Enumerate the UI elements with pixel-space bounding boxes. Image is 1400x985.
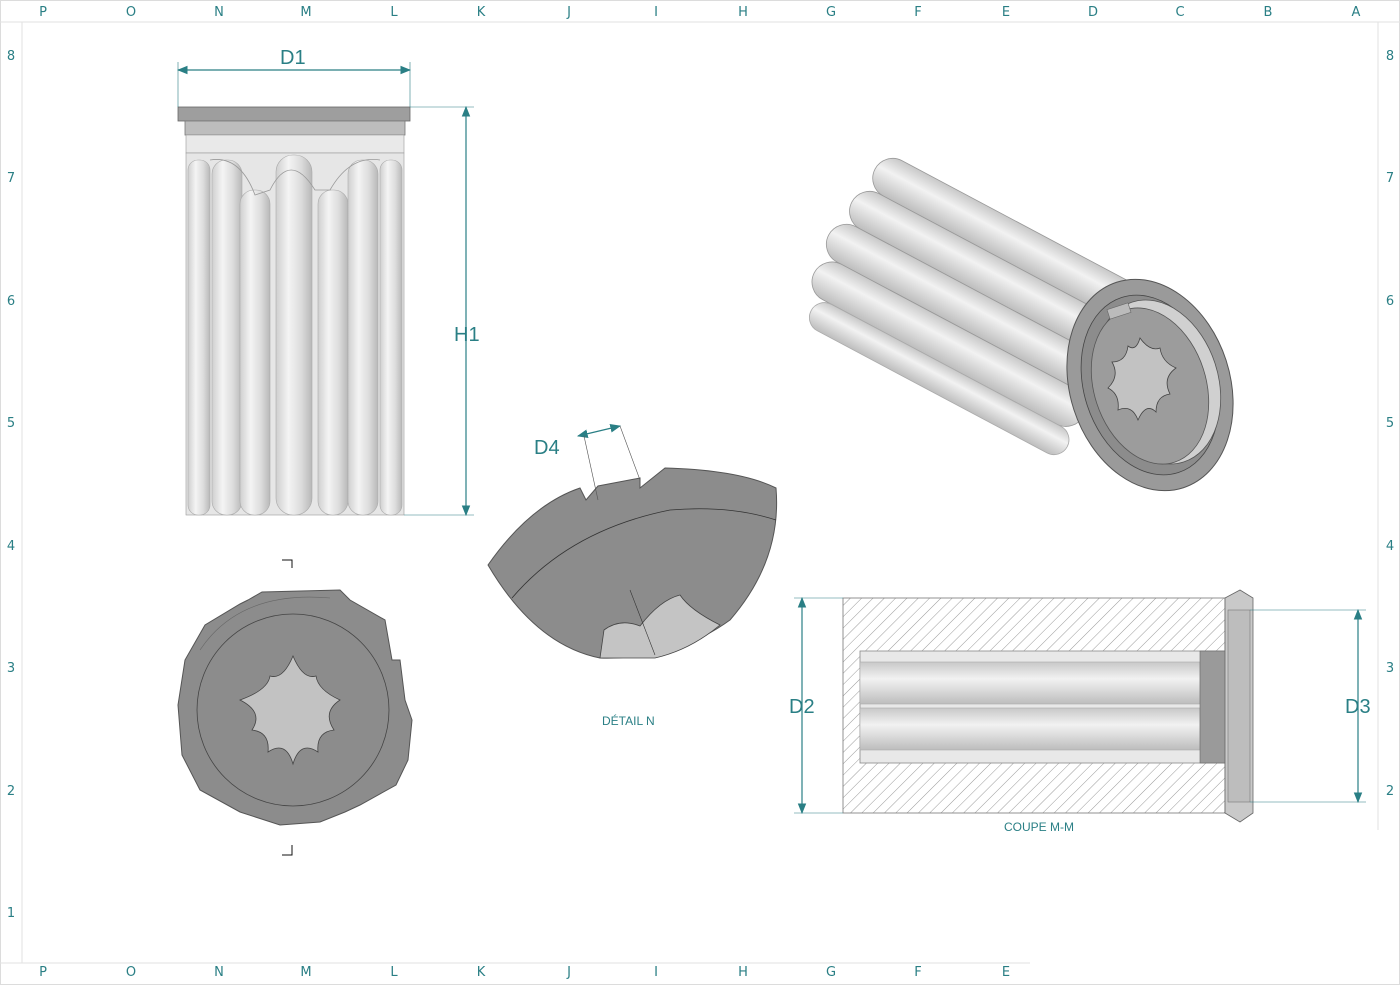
- ruler-letter-top-p: P: [39, 5, 47, 20]
- ruler-letter-top-e: E: [1002, 5, 1010, 20]
- ruler-number-right-8: 8: [1386, 49, 1394, 64]
- ruler-letter-top-n: N: [214, 5, 224, 20]
- dimension-label-d4: D4: [534, 437, 560, 459]
- dimension-label-d2: D2: [789, 696, 815, 718]
- ruler-letter-bottom-f: F: [914, 965, 921, 980]
- ruler-number-left-4: 4: [7, 539, 15, 554]
- ruler-letter-top-i: I: [654, 5, 658, 20]
- ruler-letter-top-h: H: [738, 5, 748, 20]
- ruler-letter-bottom-o: O: [126, 965, 136, 980]
- ruler-letter-top-j: J: [566, 5, 571, 20]
- section-view: D2 D3 COUPE M-M: [789, 589, 1371, 834]
- ruler-letter-bottom-j: J: [566, 965, 571, 980]
- ruler-letter-bottom-p: P: [39, 965, 47, 980]
- ruler-letter-top-a: A: [1352, 5, 1361, 20]
- detail-caption: DÉTAIL N: [602, 713, 655, 728]
- dimension-label-h1: H1: [454, 324, 480, 346]
- ruler-letter-top-l: L: [390, 5, 398, 20]
- ruler-letter-top-k: K: [477, 5, 486, 20]
- end-view: [177, 559, 413, 856]
- ruler-letter-top-d: D: [1088, 5, 1098, 20]
- ruler-number-left-6: 6: [7, 294, 15, 309]
- isometric-view: [809, 157, 1234, 492]
- ruler-letter-bottom-m: M: [300, 965, 311, 980]
- ruler-letter-top-m: M: [300, 5, 311, 20]
- dimension-label-d1: D1: [280, 47, 306, 69]
- ruler-letter-bottom-k: K: [477, 965, 486, 980]
- ruler-letter-bottom-l: L: [390, 965, 398, 980]
- ruler-number-right-5: 5: [1386, 416, 1394, 431]
- section-caption: COUPE M-M: [1004, 820, 1074, 834]
- detail-view: D4 DÉTAIL N: [487, 424, 778, 728]
- ruler-number-right-6: 6: [1386, 294, 1394, 309]
- right-ruler: 8 7 6 5 4 3 2: [1386, 49, 1394, 799]
- ruler-number-left-1: 1: [7, 906, 15, 921]
- ruler-number-right-7: 7: [1386, 171, 1394, 186]
- ruler-number-right-4: 4: [1386, 539, 1394, 554]
- ruler-number-left-8: 8: [7, 49, 15, 64]
- ruler-number-right-3: 3: [1386, 661, 1394, 676]
- ruler-letter-bottom-i: I: [654, 965, 658, 980]
- ruler-letter-top-g: G: [826, 5, 836, 20]
- front-elevation-view: D1 H1: [176, 47, 480, 517]
- ruler-number-left-5: 5: [7, 416, 15, 431]
- ruler-number-right-2: 2: [1386, 784, 1394, 799]
- ruler-number-left-2: 2: [7, 784, 15, 799]
- ruler-letter-top-b: B: [1264, 5, 1273, 20]
- ruler-letter-top-o: O: [126, 5, 136, 20]
- dimension-label-d3: D3: [1345, 696, 1371, 718]
- ruler-letter-bottom-n: N: [214, 965, 224, 980]
- ruler-number-left-3: 3: [7, 661, 15, 676]
- ruler-number-left-7: 7: [7, 171, 15, 186]
- ruler-letter-bottom-h: H: [738, 965, 748, 980]
- ruler-letter-top-f: F: [914, 5, 921, 20]
- ruler-letter-top-c: C: [1175, 5, 1184, 20]
- ruler-letter-bottom-g: G: [826, 965, 836, 980]
- ruler-letter-bottom-e: E: [1002, 965, 1010, 980]
- left-ruler: 8 7 6 5 4 3 2 1: [7, 49, 15, 921]
